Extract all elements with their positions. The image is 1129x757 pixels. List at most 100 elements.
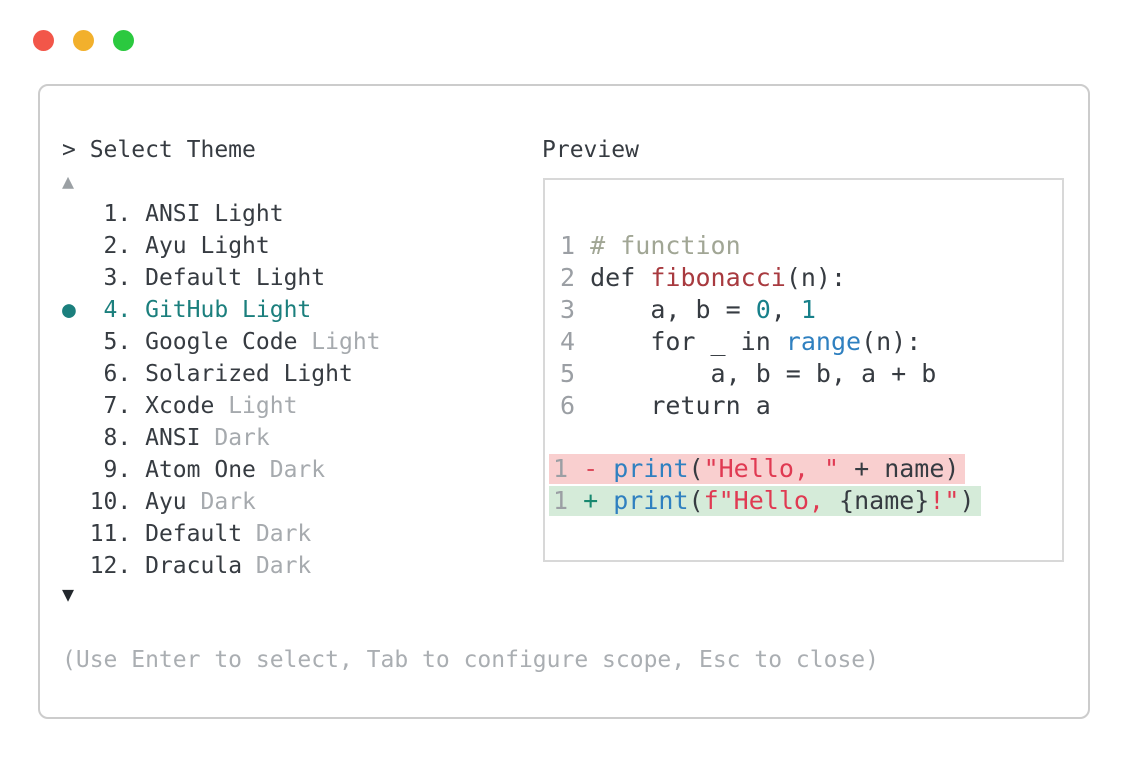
- code-token: a, b =: [590, 295, 756, 324]
- theme-list-item[interactable]: 7. Xcode Light: [62, 390, 381, 422]
- item-number: 4.: [75, 297, 146, 323]
- marker-slot: [62, 425, 76, 451]
- code-token: ): [959, 486, 975, 515]
- theme-list-item[interactable]: 1. ANSI Light: [62, 198, 381, 230]
- code-token: fibonacci: [650, 263, 786, 292]
- marker-slot: [62, 393, 76, 419]
- minimize-button[interactable]: [73, 30, 94, 51]
- line-number: 1: [553, 486, 569, 515]
- scroll-down-icon[interactable]: ▼: [62, 582, 75, 606]
- theme-list-item[interactable]: 8. ANSI Dark: [62, 422, 381, 454]
- gap: [598, 454, 613, 483]
- item-variant: Dark: [242, 521, 312, 547]
- theme-list-item[interactable]: 11. Default Dark: [62, 518, 381, 550]
- window-controls: [33, 30, 134, 51]
- item-number: 9.: [75, 457, 146, 483]
- item-number: 1.: [75, 201, 146, 227]
- code-token: (n):: [861, 327, 922, 356]
- code-token: {name}: [839, 486, 930, 515]
- item-number: 7.: [75, 393, 146, 419]
- item-number: 12.: [75, 553, 146, 579]
- theme-picker-dialog: > Select Theme ▲ 1. ANSI Light 2. Ayu Li…: [38, 84, 1090, 719]
- code-token: (: [688, 454, 704, 483]
- blank-line: [560, 422, 1062, 454]
- code-line: 5 a, b = b, a + b: [560, 358, 1062, 390]
- item-number: 11.: [75, 521, 146, 547]
- line-number: 6: [560, 391, 576, 420]
- code-token: (: [688, 486, 704, 515]
- diff-line-added: 1 + print(f"Hello, {name}!"): [549, 486, 1062, 518]
- theme-list-item[interactable]: 12. Dracula Dark: [62, 550, 381, 582]
- theme-list-item[interactable]: 3. Default Light: [62, 262, 381, 294]
- item-number: 10.: [75, 489, 146, 515]
- gap: [575, 231, 590, 260]
- line-number: 1: [560, 231, 576, 260]
- diff-block: 1 - print("Hello, " + name)1 + print(f"H…: [549, 454, 1062, 518]
- item-variant: Light: [214, 393, 298, 419]
- gap: [575, 327, 590, 356]
- code-token: 1: [800, 295, 816, 324]
- item-number: 6.: [75, 361, 146, 387]
- marker-slot: [62, 489, 76, 515]
- marker-slot: [62, 329, 76, 355]
- code-line: 4 for _ in range(n):: [560, 326, 1062, 358]
- code-token: + name): [839, 454, 960, 483]
- code-token: (n):: [785, 263, 847, 292]
- theme-list-item[interactable]: 5. Google Code Light: [62, 326, 381, 358]
- item-number: 3.: [75, 265, 146, 291]
- code-line: 3 a, b = 0, 1: [560, 294, 1062, 326]
- line-number: 3: [560, 295, 576, 324]
- gap: [575, 359, 590, 388]
- item-name: GitHub Light: [145, 297, 312, 323]
- code-token: print: [613, 454, 689, 483]
- item-name: Atom One: [145, 457, 256, 483]
- marker-slot: [62, 553, 76, 579]
- theme-list-item[interactable]: 10. Ayu Dark: [62, 486, 381, 518]
- marker-slot: [62, 361, 76, 387]
- code-token: def: [590, 263, 651, 292]
- close-button[interactable]: [33, 30, 54, 51]
- scroll-up-icon[interactable]: ▲: [62, 169, 75, 193]
- marker-slot: [62, 265, 76, 291]
- theme-list-item[interactable]: ● 4. GitHub Light: [62, 294, 381, 326]
- item-name: Ayu: [145, 489, 187, 515]
- item-variant: Light: [297, 329, 381, 355]
- item-number: 2.: [75, 233, 146, 259]
- keyboard-hints: (Use Enter to select, Tab to configure s…: [62, 647, 879, 673]
- theme-list-item[interactable]: 6. Solarized Light: [62, 358, 381, 390]
- gap: [568, 486, 583, 515]
- item-number: 8.: [75, 425, 146, 451]
- code-token: for _ in: [590, 327, 786, 356]
- gap: [598, 486, 613, 515]
- diff-sign: +: [583, 486, 599, 515]
- gap: [575, 263, 590, 292]
- code-token: range: [785, 327, 862, 356]
- code-token: ,: [770, 295, 801, 324]
- prompt-text: > Select Theme: [62, 137, 256, 163]
- theme-list-item[interactable]: 2. Ayu Light: [62, 230, 381, 262]
- gap: [575, 391, 590, 420]
- code-token: a, b = b, a + b: [590, 359, 937, 388]
- marker-slot: [62, 201, 76, 227]
- code-token: print: [613, 486, 689, 515]
- gap: [568, 454, 583, 483]
- item-variant: Dark: [255, 457, 326, 483]
- theme-list-item[interactable]: 9. Atom One Dark: [62, 454, 381, 486]
- code-line: 2 def fibonacci(n):: [560, 262, 1062, 294]
- item-name: Ayu Light: [145, 233, 270, 259]
- diff-highlight-removed: 1 - print("Hello, " + name): [549, 454, 966, 484]
- marker-slot: [62, 457, 76, 483]
- code-token: 0: [755, 295, 771, 324]
- code-token: !": [929, 486, 960, 515]
- diff-highlight-added: 1 + print(f"Hello, {name}!"): [549, 486, 981, 516]
- item-name: Dracula: [145, 553, 243, 579]
- marker-slot: [62, 521, 76, 547]
- code-token: return a: [590, 391, 771, 420]
- maximize-button[interactable]: [113, 30, 134, 51]
- diff-sign: -: [583, 454, 599, 483]
- code-token: # function: [590, 231, 741, 260]
- item-name: ANSI Light: [145, 201, 284, 227]
